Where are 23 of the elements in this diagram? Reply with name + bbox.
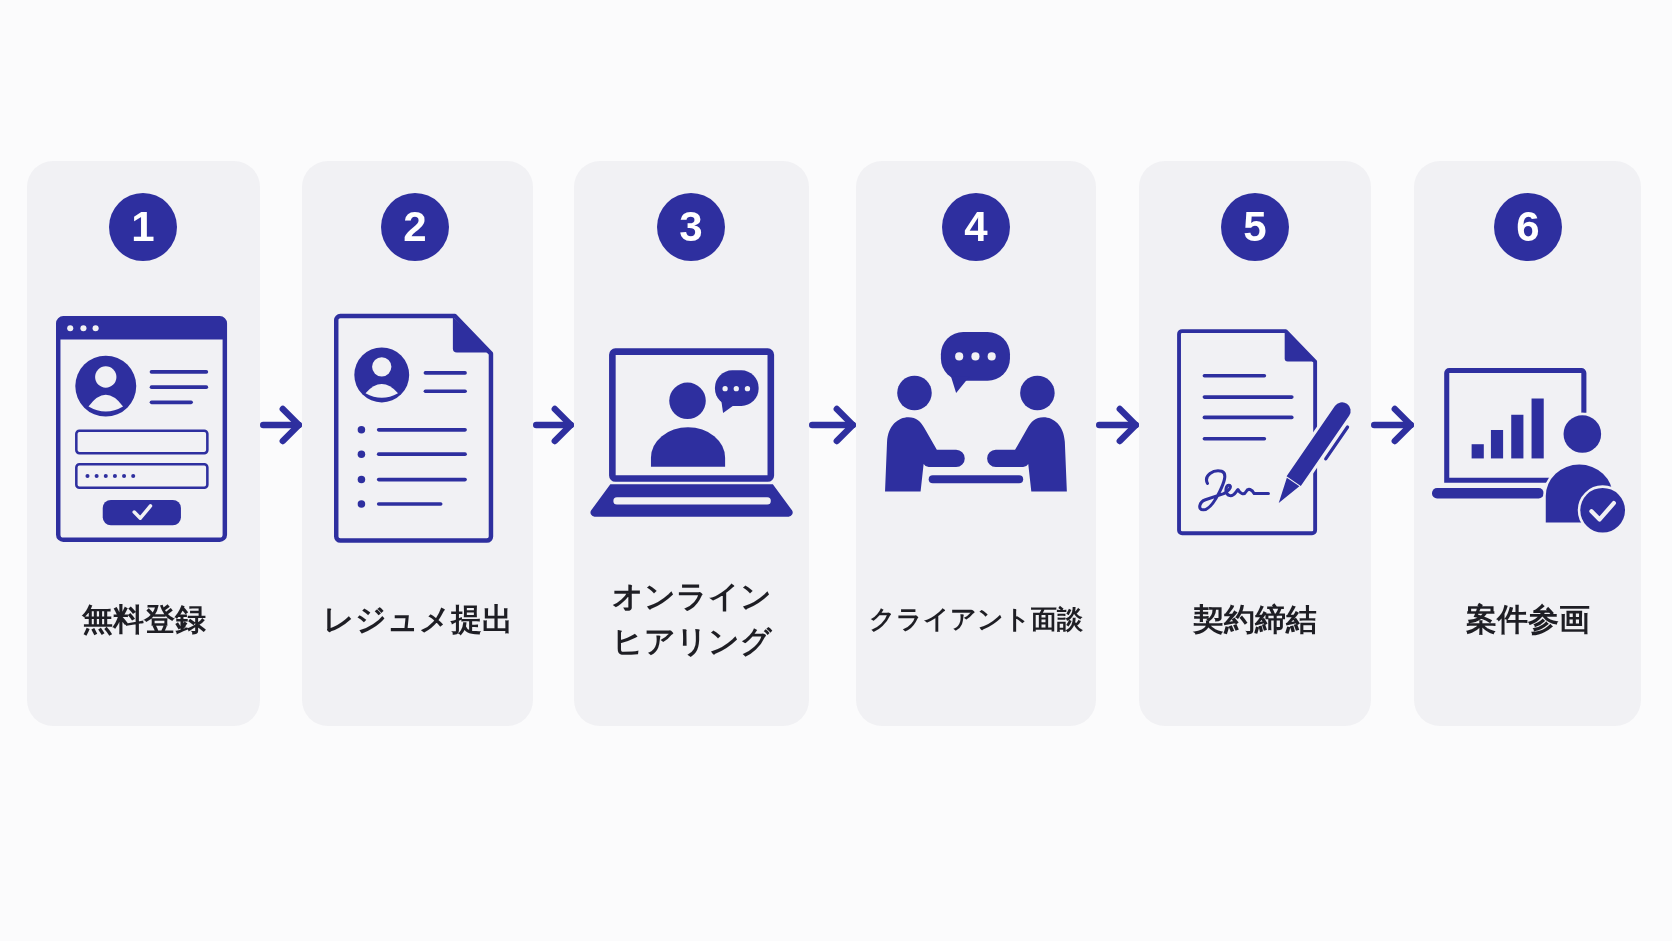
number-circle: 4 [942,193,1010,261]
arrow [533,405,574,445]
step-card [27,161,260,726]
number-circle: 6 [1494,193,1562,261]
number-circle: 1 [109,193,177,261]
arrow [260,405,302,445]
step-card [302,161,533,726]
arrow [809,405,856,445]
arrow [1371,405,1414,445]
step-card [574,161,809,726]
arrow [1096,405,1139,445]
step-card [856,161,1096,726]
step-label: オンラインヒアリング [611,577,772,661]
step-card [1414,161,1641,726]
step-label: 案件参画 [1465,599,1590,639]
step-label: 無料登録 [81,599,206,639]
step-label: クライアント面談 [869,602,1083,636]
step-label: レジュメ提出 [322,599,513,639]
number-circle: 5 [1221,193,1289,261]
number-circle: 2 [381,193,449,261]
step-card [1139,161,1371,726]
step-label: 契約締結 [1193,599,1317,639]
number-circle: 3 [657,193,725,261]
